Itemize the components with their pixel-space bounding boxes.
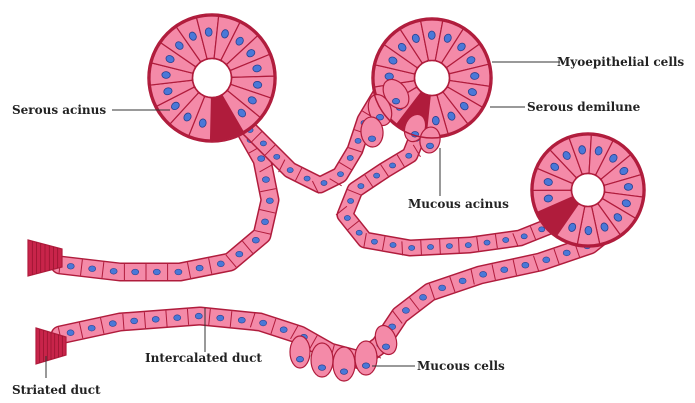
middle-duct-nucleus (446, 244, 452, 249)
gland-tissue (28, 14, 645, 381)
connecting-duct-nucleus (347, 155, 353, 160)
middle-duct-nucleus (521, 234, 527, 239)
upper-duct-nucleus (132, 269, 139, 275)
middle-duct-nucleus (465, 243, 471, 248)
mucous-cells-group-nucleus (318, 365, 325, 371)
serous-acinus-right-nucleus (624, 183, 633, 190)
connecting-duct-nucleus (355, 138, 361, 143)
serous-acinus-left-nucleus (205, 28, 212, 37)
middle-duct-nucleus (374, 173, 380, 178)
lower-duct-nucleus (131, 318, 138, 324)
middle-duct-nucleus (539, 227, 545, 232)
middle-duct-nucleus (409, 245, 415, 250)
middle-duct-nucleus (406, 153, 412, 158)
lower-duct-nucleus (543, 257, 550, 263)
mucous-cells-group-cell (355, 341, 377, 375)
serous-acinus-mid-lumen (415, 61, 449, 95)
upper-duct-nucleus (175, 269, 182, 275)
lower-duct-nucleus (67, 330, 74, 336)
middle-duct-nucleus (356, 230, 362, 235)
upper-duct-nucleus (217, 261, 224, 267)
mucous-acinus-nucleus (368, 136, 375, 142)
upper-duct-nucleus (196, 265, 203, 271)
label-serous-acinus: Serous acinus (12, 103, 106, 117)
mucous-acinus-nucleus (426, 143, 433, 149)
lower-duct-nucleus (480, 271, 487, 277)
middle-duct-nucleus (344, 215, 350, 220)
label-myoepithelial-cells: Myoepithelial cells (557, 55, 684, 69)
middle-duct-nucleus (427, 244, 433, 249)
mucous-cells-group-cell (290, 336, 310, 368)
middle-duct-nucleus (389, 163, 395, 168)
connecting-duct-nucleus (287, 168, 293, 173)
upper-duct-nucleus (236, 251, 243, 257)
middle-duct-nucleus (371, 239, 377, 244)
lower-duct-nucleus (280, 327, 287, 333)
lower-duct-nucleus (420, 294, 427, 300)
mucous-cells-group-cell (333, 347, 355, 381)
serous-acinus-right-nucleus (585, 226, 592, 234)
lower-duct-nucleus (501, 267, 508, 273)
upper-duct-nucleus (252, 237, 259, 243)
middle-duct-cell-border (421, 240, 422, 254)
connecting-duct-nucleus (337, 172, 343, 177)
middle-duct-nucleus (503, 237, 509, 242)
mucous-cells-group-nucleus (340, 369, 347, 375)
mucous-cells-group-nucleus (362, 363, 369, 369)
lower-duct-nucleus (402, 308, 409, 314)
upper-duct-nucleus (110, 268, 117, 274)
lower-duct-wall (60, 225, 615, 360)
serous-acinus-left-lumen (193, 59, 231, 97)
lower-duct-nucleus (174, 315, 181, 321)
lower-duct-nucleus (563, 250, 570, 256)
upper-duct-nucleus (266, 198, 273, 204)
label-striated-duct: Striated duct (12, 383, 101, 397)
lower-duct-nucleus (260, 320, 267, 326)
middle-duct-nucleus (390, 242, 396, 247)
upper-duct-nucleus (258, 156, 265, 162)
upper-duct-nucleus (261, 219, 268, 225)
lower-duct-nucleus (459, 278, 466, 284)
mucous-cells-group-cell (311, 343, 333, 377)
serous-acinus-mid-nucleus (432, 116, 440, 125)
connecting-duct-nucleus (304, 176, 310, 181)
lower-duct-nucleus (152, 316, 159, 322)
lower-duct-nucleus (88, 325, 95, 331)
middle-duct-nucleus (348, 198, 354, 203)
serous-acinus-mid-nucleus (428, 31, 435, 39)
lower-duct-nucleus (195, 313, 202, 319)
connecting-duct-nucleus (260, 141, 266, 146)
label-mucous-cells: Mucous cells (417, 359, 505, 373)
upper-duct-nucleus (67, 263, 74, 269)
connecting-duct-nucleus (274, 154, 280, 159)
lower-duct-nucleus (439, 285, 446, 291)
serous-acinus-mid-nucleus (470, 72, 479, 79)
middle-duct-nucleus (358, 184, 364, 189)
serous-acinus-left-nucleus (162, 71, 171, 78)
lower-duct-nucleus (109, 321, 116, 327)
mucous-cells-group-nucleus (382, 344, 389, 350)
upper-duct-nucleus (153, 269, 160, 275)
lower-duct-nucleus (238, 317, 245, 323)
lower-duct-outline (60, 225, 615, 360)
middle-duct-cell-border (459, 239, 460, 253)
mucous-acinus-nucleus (392, 98, 399, 104)
upper-duct-nucleus (262, 177, 269, 183)
label-mucous-acinus: Mucous acinus (408, 197, 509, 211)
mucous-cells-group-nucleus (296, 356, 303, 362)
label-serous-demilune: Serous demilune (527, 100, 641, 114)
middle-duct-cell-border (440, 240, 441, 254)
middle-duct-cell-border (402, 241, 403, 255)
lower-duct-nucleus (217, 315, 224, 321)
middle-duct-wall (345, 130, 560, 248)
serous-acinus-right-lumen (572, 174, 604, 206)
connecting-duct-nucleus (321, 180, 327, 185)
lower-duct-nucleus (522, 262, 529, 268)
label-intercalated-duct: Intercalated duct (145, 351, 262, 365)
upper-duct-nucleus (89, 266, 96, 272)
middle-duct-nucleus (484, 240, 490, 245)
